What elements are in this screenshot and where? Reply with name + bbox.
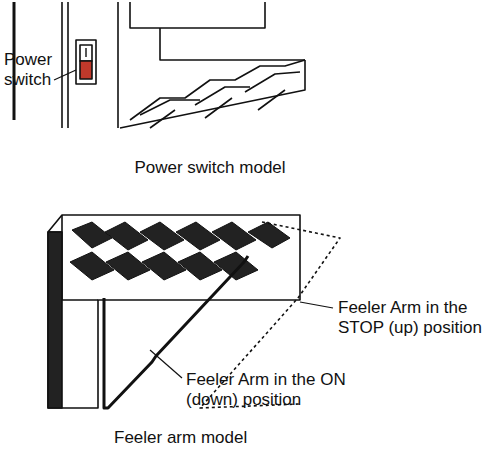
figure-caption: Feeler arm model <box>114 428 274 448</box>
leader-line <box>300 302 333 308</box>
part-label: Power switch <box>4 50 60 89</box>
ice-tray-ridges <box>150 90 285 128</box>
ice-tray <box>120 60 305 128</box>
switch-housing <box>76 40 96 84</box>
ice-maker-body <box>160 28 305 60</box>
switch-rocker <box>80 45 92 61</box>
wall-edge <box>61 2 63 128</box>
ice-maker-side <box>48 232 62 408</box>
ice-mold-fingers <box>70 222 290 280</box>
ice-tray-ridges <box>130 60 305 120</box>
wall-edge <box>67 2 69 128</box>
ice-cubes <box>140 72 300 115</box>
callout-label: Feeler Arm in the STOP (up) position <box>338 298 486 337</box>
ice-maker-edge <box>117 2 119 128</box>
leader-line <box>150 350 182 378</box>
switch-mark <box>85 48 86 57</box>
leader-line <box>54 70 76 80</box>
ice-maker-top <box>130 2 265 28</box>
switch-rocker <box>80 61 92 79</box>
callout-label: Feeler Arm in the ON (down) position <box>186 370 386 409</box>
figure-caption: Power switch model <box>110 158 310 178</box>
